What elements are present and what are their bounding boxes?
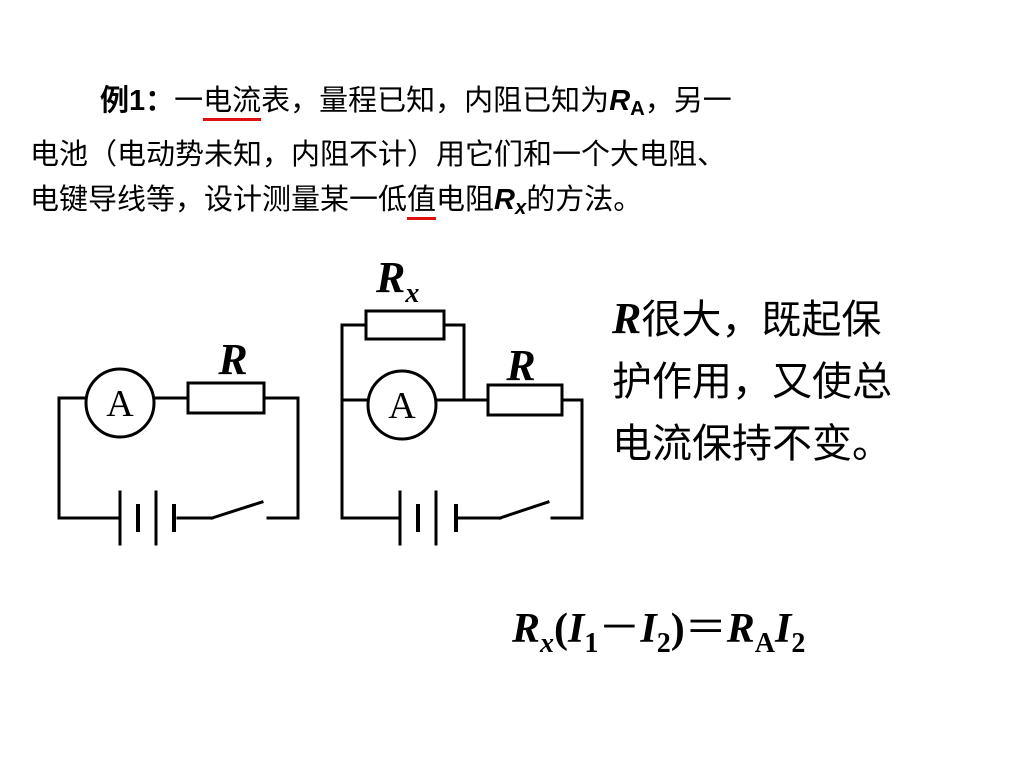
explanation-line-2: 护作用，又使总 [612,359,892,405]
formula-rx-sub: x [540,628,555,659]
rx-subscript: x [515,197,527,220]
underlined-current: 电流 [203,83,262,121]
formula-ra-sub: A [754,628,776,659]
formula-equals: ＝ [684,603,727,652]
problem-text: 一 [174,83,204,117]
formula-open-paren: ( [554,606,569,652]
explanation-line-1: R很大，既起保 [612,288,992,351]
ammeter-2 [366,369,438,441]
explanation-line-3: 电流保持不变。 [612,421,892,467]
formula-i2-sub: 2 [656,628,671,659]
rx-symbol: R [494,184,515,217]
formula-i3: I [775,606,792,652]
formula-rx: R [512,606,541,652]
resistor-rx [364,309,446,341]
resistor-2-label: R [505,341,535,390]
problem-text: 表，量程已知，内阻已知为 [261,83,610,117]
formula: Rx(I1－I2)＝RAI2 [512,594,805,660]
explanation: R很大，既起保 护作用，又使总 电流保持不变。 [612,288,992,475]
ammeter-1 [84,367,156,439]
formula-close-paren: ) [670,606,685,652]
circuit-1-wire [57,396,300,520]
ra-symbol: R [609,85,631,117]
explanation-text: 很大，既起保 [641,297,882,343]
explanation-r-symbol: R [612,294,642,343]
switch-1 [210,500,264,520]
resistor-1 [186,381,266,415]
formula-i1-sub: 1 [584,628,599,659]
circuit-1: A R [57,335,300,546]
battery-1 [118,490,176,546]
formula-i1: I [568,606,585,652]
formula-minus: － [598,603,641,652]
formula-i2: I [640,606,657,652]
problem-line-3: 电键导线等，设计测量某一低值电阻Rx的方法。 [30,177,1005,231]
ammeter-2-label: A [388,385,416,427]
rx-label: Rx [375,253,419,309]
problem-line-1: 例1：一电流表，量程已知，内阻已知为RA，另一 [30,78,1005,132]
circuit-2-wire [340,323,584,520]
problem-line-2: 电池（电动势未知，内阻不计）用它们和一个大电阻、 [30,137,727,172]
resistor-1-label: R [217,335,247,384]
problem-text: 电阻 [436,182,495,217]
resistor-2 [486,383,564,417]
problem-text: 电键导线等，设计测量某一低 [30,182,408,217]
example-label: 例1： [100,85,175,117]
problem-text: 的方法。 [526,182,643,217]
circuit-2: Rx A R [340,253,584,546]
problem-text: ，另一 [644,83,732,117]
formula-i3-sub: 2 [791,628,806,659]
ra-subscript: A [630,98,645,121]
battery-2 [398,490,458,546]
formula-ra: R [726,606,755,652]
underlined-value: 值 [407,182,437,221]
switch-2 [498,500,550,520]
ammeter-1-label: A [106,383,134,425]
problem-statement: 例1：一电流表，量程已知，内阻已知为RA，另一 电池（电动势未知，内阻不计）用它… [30,78,1005,231]
